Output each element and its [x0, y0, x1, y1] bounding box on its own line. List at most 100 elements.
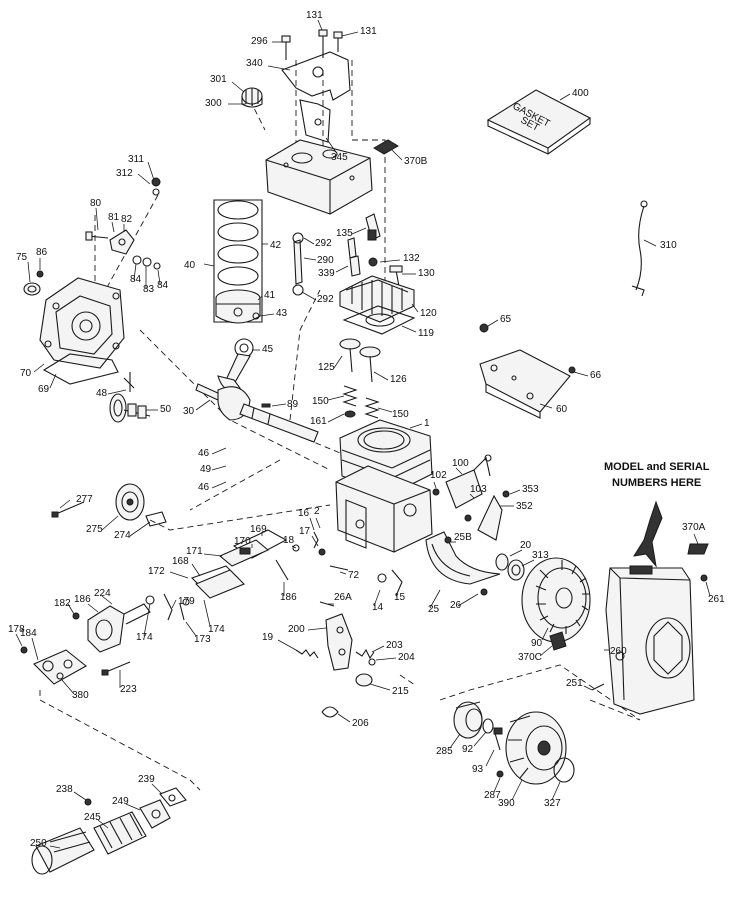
callout-leader: [433, 481, 437, 489]
callout-leader: [267, 65, 291, 71]
part-number-label: 251: [566, 678, 583, 689]
part-number-label: 200: [288, 624, 305, 635]
part-number-label: 224: [94, 588, 111, 599]
part-number-label: 339: [318, 268, 335, 279]
model-serial-note-line1: MODEL and SERIAL: [604, 461, 710, 473]
gasket-239: [159, 787, 187, 807]
screw-103: [464, 514, 472, 522]
screw-261: [700, 574, 708, 582]
part-number-label: 46: [198, 448, 210, 459]
callout-leader: [509, 489, 521, 495]
callout-leader: [211, 481, 227, 489]
part-number-label: 41: [264, 290, 276, 301]
screw-287: [496, 770, 504, 778]
callout-leader: [133, 263, 137, 281]
callout-leader: [455, 467, 463, 475]
stop-switch-15: [377, 569, 403, 597]
oil-seal-75: [23, 282, 41, 296]
ignition-module-100: [445, 454, 492, 509]
part-number-label: 223: [120, 684, 137, 695]
part-number-label: 340: [246, 58, 263, 69]
callout-leader: [373, 589, 381, 607]
gasket-set-box: GASKET SET: [486, 89, 592, 155]
part-number-label: 172: [148, 566, 165, 577]
air-cleaner-base-249: [139, 799, 171, 829]
callout-leader: [317, 19, 323, 31]
callout-leader: [573, 371, 589, 377]
part-number-label: 150: [312, 396, 329, 407]
part-number-label: 49: [200, 464, 212, 475]
callout-leader: [325, 137, 337, 153]
part-number-label: 131: [360, 26, 377, 37]
part-number-label: 313: [532, 550, 549, 561]
decal-370a: [687, 543, 709, 555]
part-number-label: 161: [310, 416, 327, 427]
callout-leader: [307, 627, 327, 631]
part-number-label: 18: [283, 535, 295, 546]
callout-leader: [411, 303, 419, 313]
model-serial-note-line2: NUMBERS HERE: [612, 477, 701, 489]
callout-leader: [195, 399, 211, 411]
callout-leader: [643, 239, 657, 247]
recoil-starter: [505, 711, 567, 785]
connecting-rod: [217, 338, 254, 391]
callout-leader: [97, 819, 109, 829]
stud-290: [292, 232, 304, 296]
part-number-label: 102: [430, 470, 447, 481]
seal-313: [507, 559, 525, 581]
callout-leader: [31, 637, 39, 661]
piston-ring-set: [213, 199, 263, 323]
washers-84-83: [132, 255, 161, 270]
callout-leader: [111, 221, 115, 233]
callout-leader: [371, 645, 385, 653]
part-number-label: 119: [418, 328, 434, 339]
part-number-label: 30: [183, 406, 195, 417]
spring-19: [295, 649, 319, 659]
callout-leader: [401, 325, 417, 333]
fuel-pump-380: [33, 649, 87, 685]
part-number-label: 182: [54, 598, 71, 609]
part-number-label: 46: [198, 482, 210, 493]
part-number-label: 131: [306, 10, 323, 21]
part-number-label: 174: [208, 624, 225, 635]
part-number-label: 261: [708, 594, 725, 605]
part-number-label: 25: [428, 604, 440, 615]
part-number-label: 42: [270, 240, 282, 251]
callout-leader: [169, 571, 189, 579]
callout-leader: [203, 553, 223, 557]
part-number-label: 300: [205, 98, 222, 109]
screw-251: [591, 683, 605, 691]
part-number-label: 296: [251, 36, 268, 47]
part-number-label: 40: [184, 260, 196, 271]
part-number-label: 327: [544, 798, 561, 809]
part-number-label: 353: [522, 484, 539, 495]
callout-leader: [379, 259, 401, 263]
part-number-label: 84: [157, 280, 169, 291]
part-number-label: 81: [108, 212, 120, 223]
callout-leader: [157, 269, 161, 285]
part-number-label: 14: [372, 602, 384, 613]
part-number-label: 173: [194, 634, 211, 645]
part-number-label: 238: [56, 784, 73, 795]
part-number-label: 16: [298, 508, 310, 519]
callout-leader: [303, 237, 315, 245]
part-number-label: 400: [572, 88, 589, 99]
model-serial-arrow: [632, 500, 663, 568]
part-number-label: 86: [36, 247, 48, 258]
part-number-label: 69: [38, 384, 50, 395]
part-number-label: 25B: [454, 532, 472, 543]
part-number-label: 370A: [682, 522, 706, 533]
callout-leader: [87, 603, 99, 613]
callout-leader: [151, 783, 163, 795]
spring-16-17-18: [292, 531, 326, 556]
callout-leader: [259, 313, 275, 317]
screw-238: [84, 798, 92, 806]
part-number-label: 170: [234, 536, 251, 547]
part-number-label: 70: [20, 368, 32, 379]
callout-leader: [493, 777, 501, 793]
clip-206: [321, 706, 339, 718]
callout-leader: [705, 581, 711, 597]
callout-leader: [125, 803, 141, 811]
